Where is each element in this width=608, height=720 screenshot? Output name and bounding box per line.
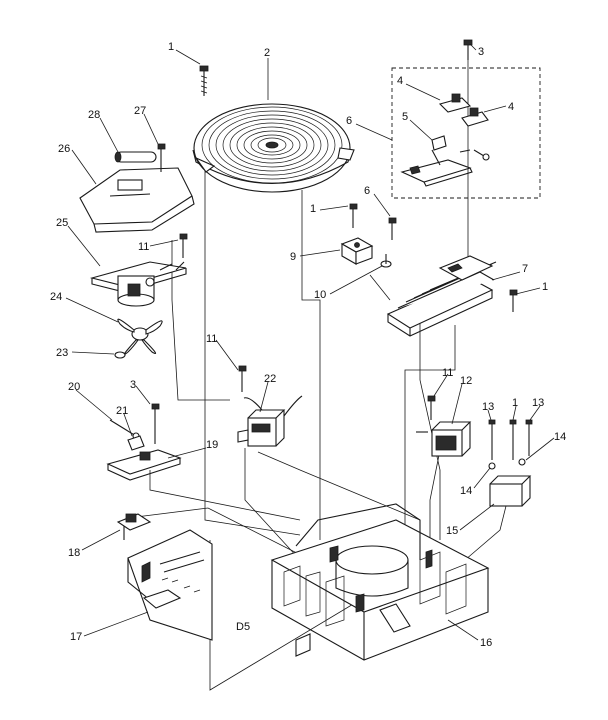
callout-7: 7 (522, 263, 528, 275)
screw-3-left (151, 403, 160, 444)
callout-5: 5 (402, 111, 408, 123)
module-15 (489, 475, 532, 507)
callout-6-mid: 6 (364, 185, 370, 197)
callout-labels: 1 2 3 4 4 5 6 6 1 7 9 10 1 28 27 26 11 2… (50, 41, 566, 649)
transformer-12 (416, 421, 472, 457)
control-board-17 (127, 529, 213, 641)
screw-1-top (199, 65, 209, 96)
callout-25: 25 (56, 217, 68, 229)
sheet-code: D5 (236, 621, 250, 633)
callout-27: 27 (134, 105, 146, 117)
screw-11-right (427, 395, 436, 420)
insulator-tube-28 (114, 151, 157, 163)
callout-15: 15 (446, 525, 458, 537)
callout-4-right: 4 (508, 101, 514, 113)
callout-13-b: 13 (532, 397, 544, 409)
bridge-rectifier-9 (340, 237, 374, 265)
callout-19: 19 (206, 439, 218, 451)
callout-28: 28 (88, 109, 100, 121)
callout-14-right: 14 (554, 431, 566, 443)
callout-6-top: 6 (346, 115, 352, 127)
callout-12: 12 (460, 375, 472, 387)
screw-11-mid (238, 365, 247, 392)
callout-22: 22 (264, 373, 276, 385)
fan-cover-26 (79, 167, 195, 233)
screw-6-mid (388, 217, 397, 240)
screw-27 (157, 143, 166, 172)
pin-20 (109, 419, 140, 440)
heat-sink-7 (386, 255, 497, 337)
callout-10: 10 (314, 289, 326, 301)
callout-20: 20 (68, 381, 80, 393)
screw-3-top (463, 39, 473, 60)
callout-18: 18 (68, 547, 80, 559)
assembly-guide-lines (127, 60, 511, 691)
callout-23: 23 (56, 347, 68, 359)
callout-1-right: 1 (542, 281, 548, 293)
callout-24: 24 (50, 291, 62, 303)
callout-13-a: 13 (482, 401, 494, 413)
base-housing-16 (270, 503, 490, 661)
callout-3-top: 3 (478, 46, 484, 58)
callout-leaders (65, 43, 555, 641)
clip-23 (114, 351, 126, 359)
screw-11-upper (179, 233, 188, 258)
screw-1-lowright (509, 419, 517, 460)
screw-1-mid (349, 203, 358, 228)
part-21 (127, 435, 145, 451)
callout-1-mid: 1 (310, 203, 316, 215)
washers-14 (488, 458, 526, 470)
screw-13-a (488, 419, 496, 460)
screw-1-right (509, 289, 518, 312)
callout-26: 26 (58, 143, 70, 155)
screw-13-b (525, 419, 533, 456)
callout-1-lowright: 1 (512, 397, 518, 409)
callout-3-left: 3 (130, 379, 136, 391)
component-22 (237, 395, 303, 447)
callout-1-top: 1 (168, 41, 174, 53)
callout-11-right: 11 (442, 367, 453, 379)
callout-9: 9 (290, 251, 296, 263)
callout-16: 16 (480, 637, 492, 649)
washer-10 (380, 254, 392, 268)
callout-17: 17 (70, 631, 82, 643)
callout-11-upper: 11 (138, 241, 149, 253)
coil-plate (192, 103, 355, 193)
fan-blade-24 (117, 318, 163, 355)
rectifier-bracket-group (391, 67, 541, 199)
bracket-18 (116, 513, 152, 540)
callout-11-mid: 11 (206, 333, 217, 345)
callout-4-left: 4 (397, 75, 403, 87)
switch-board-19 (106, 449, 182, 481)
fan-motor-25 (89, 261, 187, 307)
callout-21: 21 (116, 405, 128, 417)
callout-2: 2 (264, 47, 270, 59)
callout-14-left: 14 (460, 485, 472, 497)
